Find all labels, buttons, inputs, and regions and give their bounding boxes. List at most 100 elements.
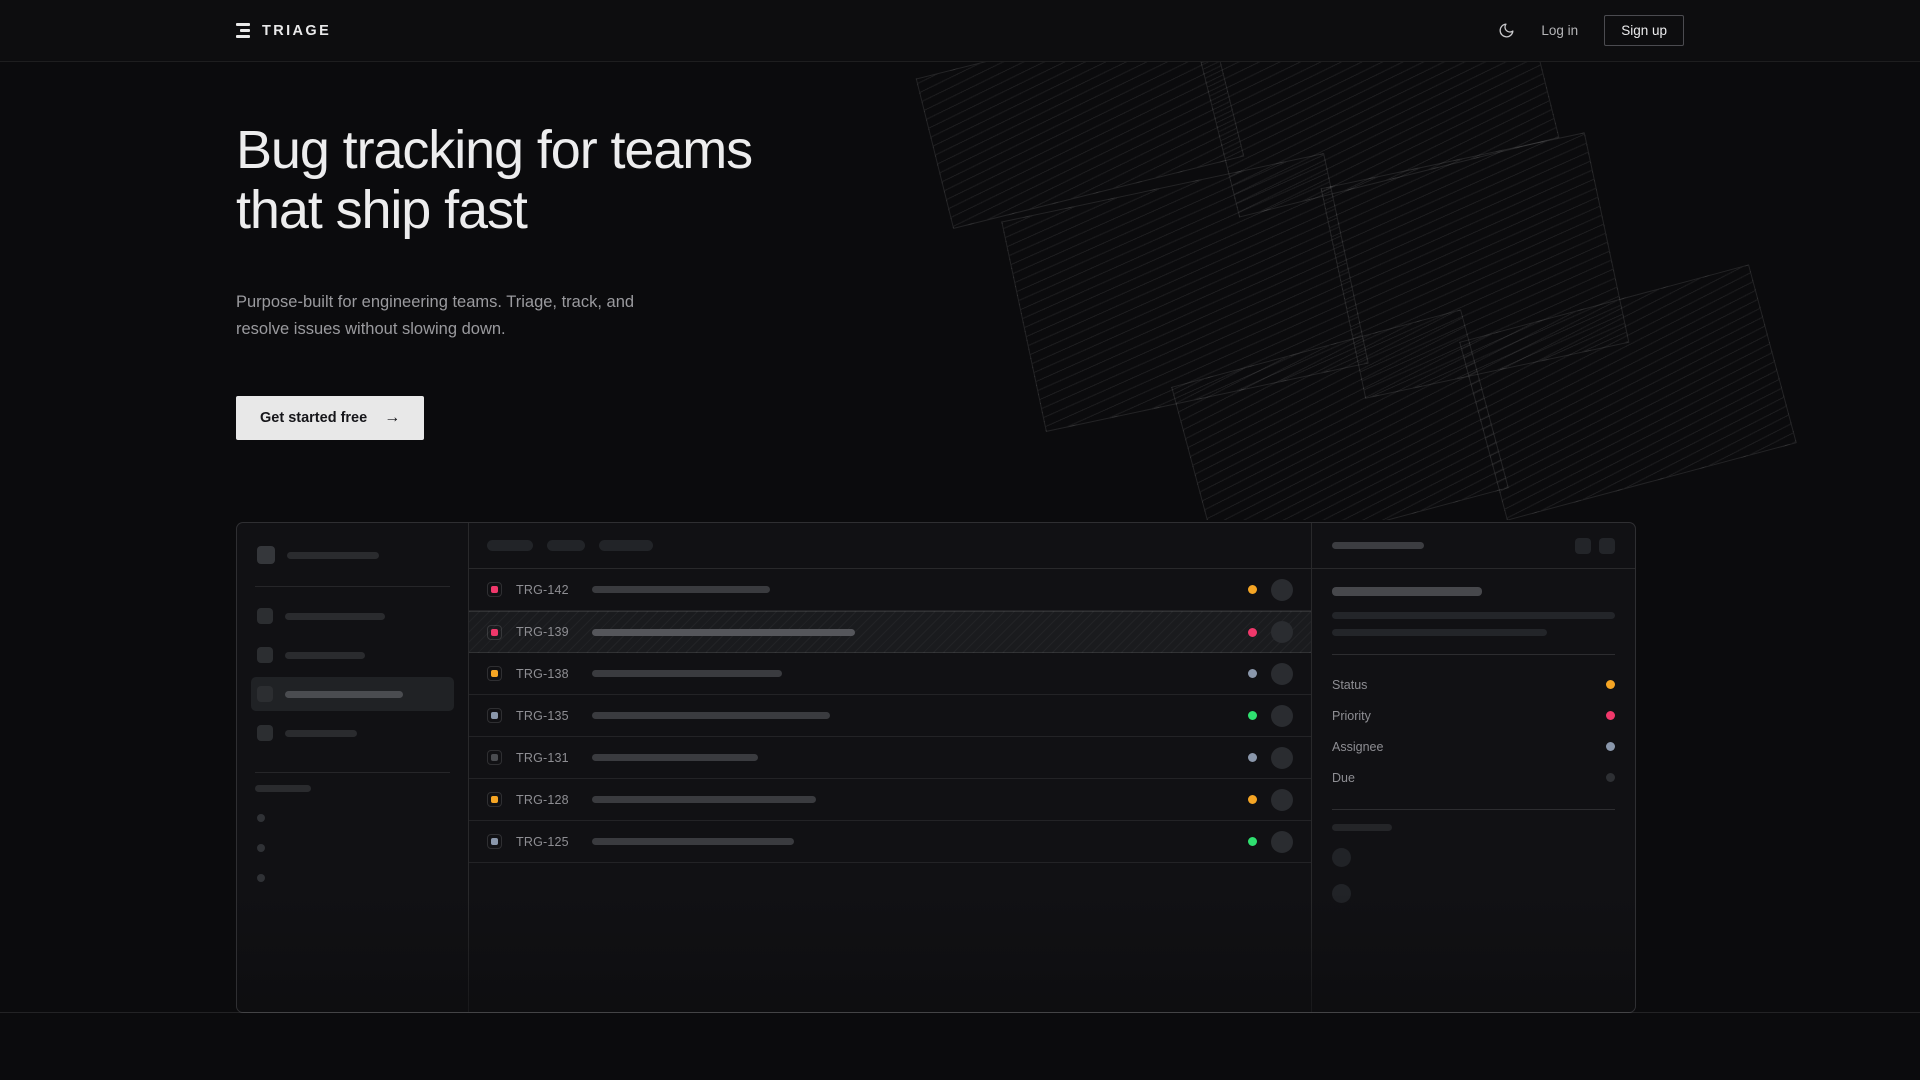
table-row[interactable]: TRG-139 [469,611,1311,653]
sidebar-item-label [285,612,385,620]
hero-subheading: Purpose-built for engineering teams. Tri… [236,292,635,338]
avatar [1271,746,1293,769]
top-navigation-bar: TRIAGE Log in Sign up [0,0,1920,62]
table-row[interactable]: TRG-131 [469,737,1311,779]
sidebar-section-label [255,785,450,792]
detail-description-line [1332,629,1548,636]
project-dot-3[interactable] [257,874,265,882]
detail-breadcrumb-placeholder [1332,542,1424,549]
brand-name: TRIAGE [262,22,332,39]
login-link[interactable]: Log in [1541,23,1579,38]
cta-label: Get started free [260,410,368,427]
detail-meta-row[interactable]: Due [1332,762,1615,793]
issue-type-badge [487,792,502,807]
table-row[interactable]: TRG-125 [469,821,1311,863]
issue-type-badge [487,666,502,681]
avatar [1332,848,1351,867]
detail-meta-value [1606,711,1615,720]
detail-meta-value [1606,742,1615,751]
project-dot-1[interactable] [257,814,265,822]
table-row[interactable]: TRG-128 [469,779,1311,821]
mockup-sidebar [237,523,469,1012]
table-row[interactable]: TRG-135 [469,695,1311,737]
sidebar-item-4[interactable] [251,716,454,750]
hero-section: Bug tracking for teams that ship fast Pu… [236,120,753,441]
detail-meta-row[interactable]: Assignee [1332,731,1615,762]
status-badge [1248,711,1257,720]
filter-chip-1[interactable] [487,540,533,551]
row-meta [1248,621,1293,643]
filter-chip-2[interactable] [547,540,585,551]
issue-type-badge [487,834,502,849]
sidebar-item-icon [257,608,273,624]
filter-chip-3[interactable] [599,540,653,551]
issue-title-placeholder [592,754,758,761]
sidebar-item-icon [257,686,273,702]
arrow-right-icon: → [384,409,401,427]
status-badge [1248,837,1257,846]
deco-panel [1001,153,1369,432]
table-row[interactable]: TRG-138 [469,653,1311,695]
status-badge [1248,585,1257,594]
detail-meta-label: Due [1332,770,1355,785]
issue-type-badge [487,708,502,723]
activity-item [1332,848,1615,867]
issue-title-placeholder [592,712,830,719]
row-meta [1248,578,1293,601]
detail-action-button-1[interactable] [1575,537,1591,554]
moon-icon[interactable] [1498,22,1515,39]
avatar [1271,578,1293,601]
brand-logo[interactable]: TRIAGE [236,23,331,39]
status-badge [1248,795,1257,804]
deco-panel [1459,264,1797,520]
detail-action-button-2[interactable] [1599,537,1615,554]
detail-meta-row[interactable]: Status [1332,669,1615,700]
workspace-name-placeholder [287,551,379,559]
deco-panel [1171,309,1509,520]
issue-type-badge [487,624,502,640]
issue-title-placeholder [592,670,782,677]
sidebar-divider [255,772,450,773]
table-row[interactable]: TRG-142 [469,569,1311,611]
detail-meta-value [1606,773,1615,782]
activity-item [1332,884,1615,903]
workspace-switcher[interactable] [251,541,454,564]
avatar [1271,662,1293,685]
signup-button[interactable]: Sign up [1604,15,1684,46]
sidebar-item-icon [257,647,273,663]
detail-title-placeholder [1332,587,1482,596]
issue-type-badge [487,750,502,765]
list-toolbar [469,523,1311,569]
sidebar-item-label [285,651,365,659]
avatar [1271,704,1293,727]
issue-id: TRG-128 [516,792,569,807]
row-meta [1248,662,1293,685]
sidebar-item-label [285,690,403,698]
issue-title-placeholder [592,586,770,593]
detail-meta-value [1606,680,1615,689]
sidebar-item-label [285,729,357,737]
sidebar-item-2[interactable] [251,638,454,672]
project-dot-2[interactable] [257,844,265,852]
sidebar-item-3-active[interactable] [251,677,454,711]
sidebar-divider [255,586,450,587]
row-meta [1248,704,1293,727]
get-started-button[interactable]: Get started free → [236,396,425,441]
detail-meta-row[interactable]: Priority [1332,700,1615,731]
issue-title-placeholder [592,628,855,636]
issue-type-badge [487,582,502,597]
issue-title-placeholder [592,838,794,845]
sidebar-item-1[interactable] [251,599,454,633]
issue-id: TRG-125 [516,834,569,849]
workspace-avatar [257,546,275,564]
detail-meta-label: Assignee [1332,739,1384,754]
issue-id: TRG-138 [516,666,569,681]
avatar [1271,788,1293,811]
issue-title-placeholder [592,796,816,803]
page-footer-divider [0,1012,1920,1013]
